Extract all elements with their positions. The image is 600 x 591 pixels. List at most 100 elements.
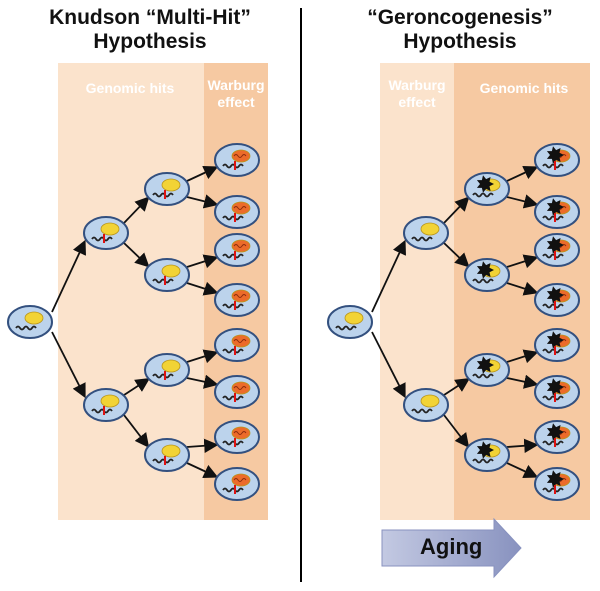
cells-layer [7,143,580,501]
lineage-arrow [371,239,406,313]
lineage-arrow [371,331,406,399]
lineage-arrow [443,414,470,448]
lineage-arrow [51,331,86,399]
dna-icon [222,163,244,169]
mito-damage-icon [476,441,494,459]
dna-icon [152,192,174,198]
mito-damage-icon [546,286,564,304]
aging-label: Aging [420,534,483,559]
right-genomic-hits-label: Genomic hits [479,80,569,96]
cell-gen2 [144,258,190,292]
mitochondrion-icon [420,394,440,408]
mitochondrion-icon [420,222,440,236]
cristae-icon [233,294,247,298]
cell-gen3-warburg [214,233,260,267]
dna-icon [472,278,494,284]
dna-icon [222,487,244,493]
lineage-arrow [123,242,150,268]
mitochondrion-icon [231,289,251,303]
dna-icon [222,395,244,401]
left-title-line2: Hypothesis [93,30,207,53]
right-title: “Geroncogenesis” Hypothesis [340,6,580,54]
lineage-arrow [123,414,150,448]
lineage-arrow [186,166,219,182]
right-warburg-label: Warburg effect [380,77,454,111]
dna-icon [335,325,357,331]
cristae-icon [233,206,247,210]
mitochondrion-icon [231,381,251,395]
lineage-arrow [506,349,539,364]
right-title-line1: “Geroncogenesis” [367,6,553,29]
lineage-arrow [186,254,219,269]
right-warburg-line1: Warburg [388,77,446,93]
mitochondrion-icon [231,334,251,348]
mitochondrion-icon [100,394,120,408]
cell-gen3-warburg [214,195,260,229]
dna-icon [542,440,564,446]
cristae-icon [233,431,247,435]
cell-gen3-warburg [214,467,260,501]
dna-icon [472,192,494,198]
mito-damage-icon [476,175,494,193]
lineage-arrow [186,349,219,364]
dna-icon [542,303,564,309]
cristae-icon [233,478,247,482]
right-warburg-line2: effect [398,94,436,110]
cell-gen2-damaged [464,172,510,206]
cell-gen3-warburg [214,375,260,409]
lineage-arrow [506,438,539,453]
mitochondrion-icon [161,359,181,373]
lineage-arrow [443,196,470,224]
lineage-arrow [123,196,150,224]
lineage-arrow [506,374,539,389]
lineage-arrow [506,281,539,296]
lineage-arrow [186,281,219,296]
left-warburg-line1: Warburg [207,77,265,93]
cell-gen1 [83,388,129,422]
dna-icon [542,253,564,259]
cristae-icon [233,386,247,390]
left-warburg-label: Warburg effect [204,77,268,111]
mitochondrion-icon [100,222,120,236]
mito-damage-icon [546,378,564,396]
mito-damage-icon [476,261,494,279]
dna-icon [542,395,564,401]
dna-icon [542,163,564,169]
cell-gen3-damaged [534,143,580,177]
lineage-arrow [123,378,151,396]
mitochondrion-icon [161,178,181,192]
lineage-arrow [506,254,539,269]
mitochondrion-icon [161,444,181,458]
right-title-line2: Hypothesis [403,30,517,53]
dna-icon [222,440,244,446]
dna-icon [542,348,564,354]
left-warburg-line2: effect [217,94,255,110]
mito-damage-icon [546,423,564,441]
cell-gen2-damaged [464,353,510,387]
cell-gen3-damaged [534,467,580,501]
cell-gen3-damaged [534,283,580,317]
cristae-icon [233,244,247,248]
cristae-icon [233,154,247,158]
lineage-arrow [186,462,219,478]
mitochondrion-icon [161,264,181,278]
lineage-arrow [506,166,539,182]
cell-gen3-warburg [214,328,260,362]
mito-damage-icon [546,236,564,254]
cell-gen3-warburg [214,283,260,317]
mitochondrion-icon [231,201,251,215]
mito-damage-icon [546,198,564,216]
cell-gen3-warburg [214,420,260,454]
left-genomic-hits-label: Genomic hits [85,80,175,96]
cell-gen1 [83,216,129,250]
mitochondrion-icon [231,149,251,163]
mito-damage-icon [546,470,564,488]
mitochondrion-icon [231,239,251,253]
dna-icon [152,458,174,464]
mito-damage-icon [546,331,564,349]
mitochondrion-icon [231,426,251,440]
cell-gen1 [403,388,449,422]
mito-damage-icon [476,356,494,374]
